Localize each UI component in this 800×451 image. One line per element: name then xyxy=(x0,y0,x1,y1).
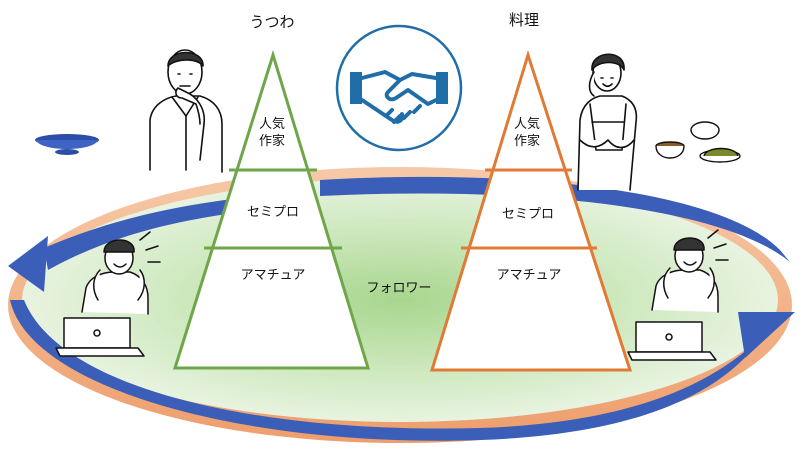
right-tier-top-line1: 人気 xyxy=(514,116,540,132)
right-pyramid-title: 料理 xyxy=(509,11,539,29)
right-pyramid: 人気 作家 セミプロ アマチュア xyxy=(429,49,633,372)
excited-person-left-icon xyxy=(55,231,161,357)
right-tier-top-line2: 作家 xyxy=(514,133,540,149)
arrow-bottom-band xyxy=(10,300,762,441)
arrow-head-left xyxy=(8,236,48,292)
left-pyramid-title: うつわ xyxy=(249,13,294,31)
left-tier-middle: セミプロ xyxy=(247,205,299,220)
arrow-head-right xyxy=(738,312,795,358)
left-tier-top-line1: 人気 xyxy=(259,116,285,132)
right-tier-middle: セミプロ xyxy=(502,207,554,222)
right-tier-bottom: アマチュア xyxy=(497,268,562,283)
excited-person-right-icon xyxy=(627,229,729,361)
chef-woman-icon xyxy=(577,53,638,191)
follower-label: フォロワー xyxy=(366,281,431,296)
left-pyramid: 人気 作家 セミプロ アマチュア xyxy=(172,49,371,370)
food-dishes-icon xyxy=(655,121,741,163)
thinking-man-icon xyxy=(149,49,223,173)
bowl-icon xyxy=(35,134,99,155)
left-tier-bottom: アマチュア xyxy=(241,268,306,283)
handshake-icon xyxy=(335,24,463,152)
left-tier-top-line2: 作家 xyxy=(259,133,285,149)
